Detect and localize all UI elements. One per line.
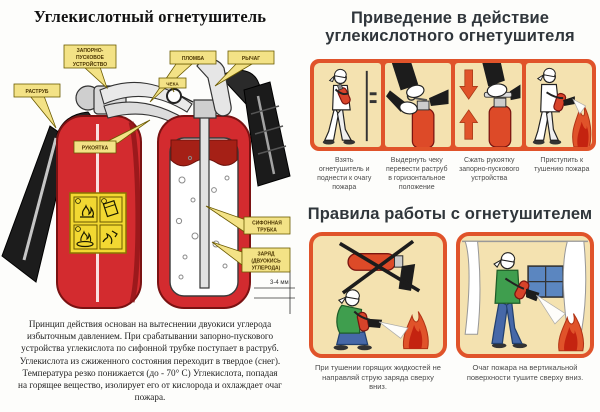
left-title: Углекислотный огнетушитель — [33, 7, 267, 26]
rule-2-panel — [456, 231, 594, 358]
step-1-caption: Взять огнетушитель и поднести к очагу по… — [317, 156, 372, 192]
no-downward-spray-icon — [333, 239, 429, 350]
svg-text:ЗАРЯД: ЗАРЯД — [257, 252, 275, 258]
svg-text:РЫЧАГ: РЫЧАГ — [242, 56, 260, 62]
rules-title: Правила работы с огнетушителем — [307, 205, 593, 224]
dimension-label: 3-4 мм — [270, 280, 289, 286]
callout-rastrub: РАСТРУБ — [13, 83, 61, 129]
step-3-caption: Сжать рукоятку запорно-пускового устройс… — [459, 156, 520, 183]
extinguisher-diagram: 3-4 мм РАСТРУБ ЗАПОРНО- ПУСКОВОЕ УСТРОЙС… — [0, 30, 300, 316]
rule-2-caption: Очаг пожара на вертикальной поверхности … — [466, 362, 584, 382]
step-4-caption: Приступить к тушению пожара — [534, 156, 590, 174]
activation-captions: Взять огнетушитель и поднести к очагу по… — [310, 156, 596, 192]
callout-siphon-tube: СИФОННАЯ ТРУБКА — [205, 205, 291, 235]
activation-title-line2: углекислотного огнетушителя — [325, 27, 575, 46]
extinguisher-diagram-svg: 3-4 мм РАСТРУБ ЗАПОРНО- ПУСКОВОЕ УСТРОЙС… — [1, 44, 295, 316]
section-instructions: Приведение в действие углекислотного огн… — [300, 0, 600, 412]
principle-description: Принцип действия основан на вытеснении д… — [18, 319, 282, 403]
rule-1-caption: При тушении горящих жидкостей не направл… — [315, 362, 441, 392]
svg-text:ПЛОМБА: ПЛОМБА — [182, 56, 205, 62]
svg-text:РУКОЯТКА: РУКОЯТКА — [82, 146, 109, 152]
step-3-panel — [455, 62, 522, 147]
step-1-panel — [314, 62, 381, 147]
pull-pin-icon — [385, 62, 449, 147]
carry-extinguisher-icon — [322, 68, 377, 145]
activation-title: Приведение в действие углекислотного огн… — [304, 9, 596, 46]
callout-rukoyatka: РУКОЯТКА — [73, 119, 151, 154]
extinguisher-external-illustration — [1, 81, 194, 309]
callout-zapusk-device: ЗАПОРНО- ПУСКОВОЕ УСТРОЙСТВО — [63, 44, 117, 90]
rules-panels — [309, 231, 594, 358]
callout-charge: ЗАРЯД (ДВУОКИСЬ УГЛЕРОДА) — [211, 241, 291, 273]
svg-text:УГЛЕРОДА): УГЛЕРОДА) — [252, 266, 281, 272]
svg-text:(ДВУОКИСЬ: (ДВУОКИСЬ — [251, 259, 281, 265]
section-extinguisher-diagram: Углекислотный огнетушитель — [0, 7, 300, 403]
svg-text:РАСТРУБ: РАСТРУБ — [26, 89, 49, 95]
svg-text:ПУСКОВОЕ: ПУСКОВОЕ — [76, 55, 105, 61]
step-2-caption: Выдернуть чеку перевести раструб в гориз… — [386, 156, 448, 192]
squeeze-lever-icon — [459, 62, 521, 147]
callout-cheka: ЧЕКА — [158, 77, 187, 93]
extinguish-fire-icon — [532, 67, 591, 147]
step-4-panel — [525, 62, 592, 147]
svg-text:ЧЕКА: ЧЕКА — [166, 82, 179, 87]
step-2-panel — [384, 62, 451, 147]
svg-text:ТРУБКА: ТРУБКА — [257, 228, 277, 234]
gap-dimension: 3-4 мм — [254, 270, 295, 316]
fire-class-label-icon — [69, 192, 127, 254]
svg-text:СИФОННАЯ: СИФОННАЯ — [252, 221, 282, 227]
top-down-extinguish-icon — [462, 240, 588, 352]
callout-rychag: РЫЧАГ — [214, 50, 275, 87]
extinguisher-cutaway-illustration: 3-4 мм — [157, 58, 295, 316]
rule-1-panel — [309, 231, 447, 358]
rules-captions: При тушении горящих жидкостей не направл… — [309, 363, 594, 392]
activation-steps-strip — [310, 58, 596, 151]
activation-title-line1: Приведение в действие — [350, 9, 550, 27]
svg-text:УСТРОЙСТВО: УСТРОЙСТВО — [73, 60, 107, 68]
svg-text:ЗАПОРНО-: ЗАПОРНО- — [77, 48, 104, 54]
